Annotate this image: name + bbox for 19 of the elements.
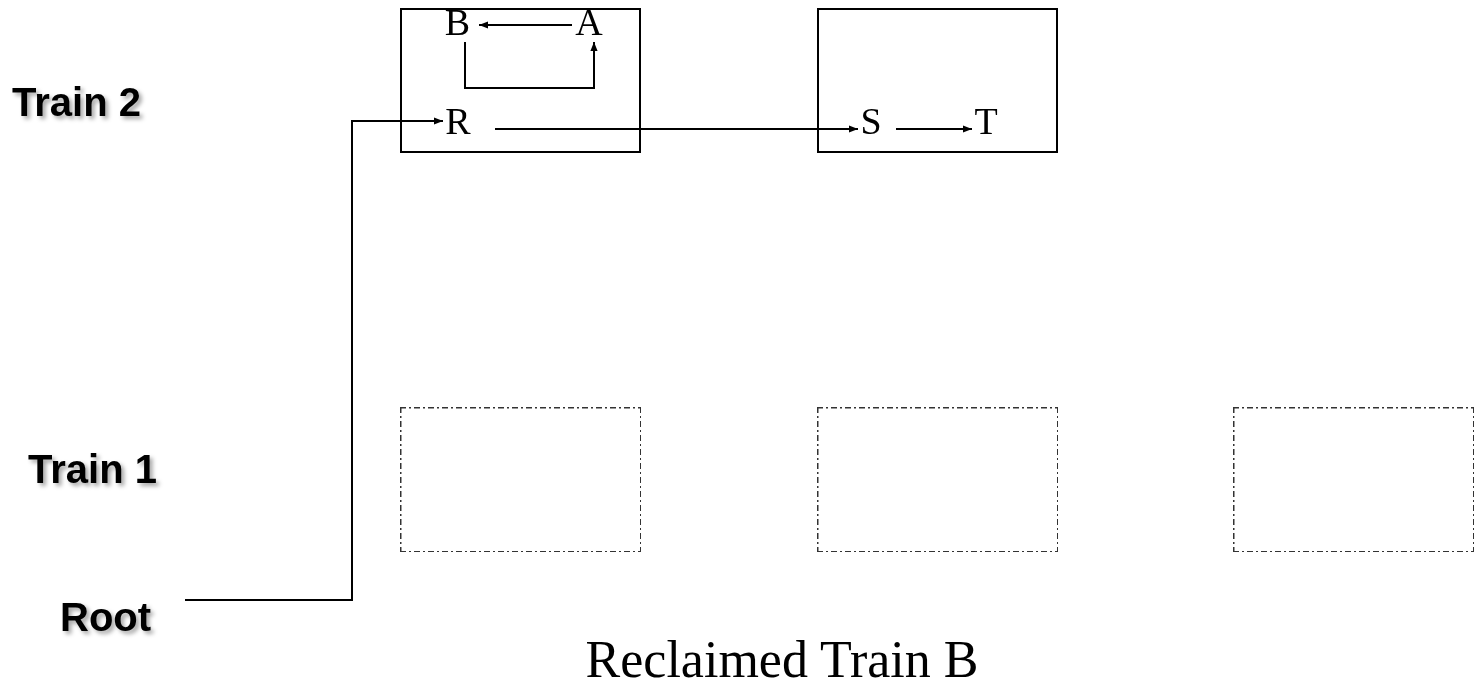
- car-box: [817, 8, 1058, 153]
- root-label: Root: [60, 595, 185, 640]
- caption: Reclaimed Train B: [585, 630, 979, 685]
- dashed-box: [400, 407, 641, 552]
- train-label: Train 2: [12, 80, 141, 125]
- node-letter: R: [443, 101, 473, 141]
- arrow: [184, 117, 444, 601]
- car-box: [400, 8, 641, 153]
- train-label: Train 1: [28, 447, 157, 492]
- node-letter: A: [572, 2, 606, 42]
- node-letter: B: [440, 2, 475, 42]
- arrow: [494, 125, 859, 133]
- node-letter: T: [972, 101, 1000, 141]
- arrow: [895, 125, 973, 133]
- arrow: [478, 21, 573, 29]
- node-letter: S: [858, 101, 884, 141]
- dashed-box: [817, 407, 1058, 552]
- arrow: [464, 41, 598, 89]
- dashed-box: [1233, 407, 1474, 552]
